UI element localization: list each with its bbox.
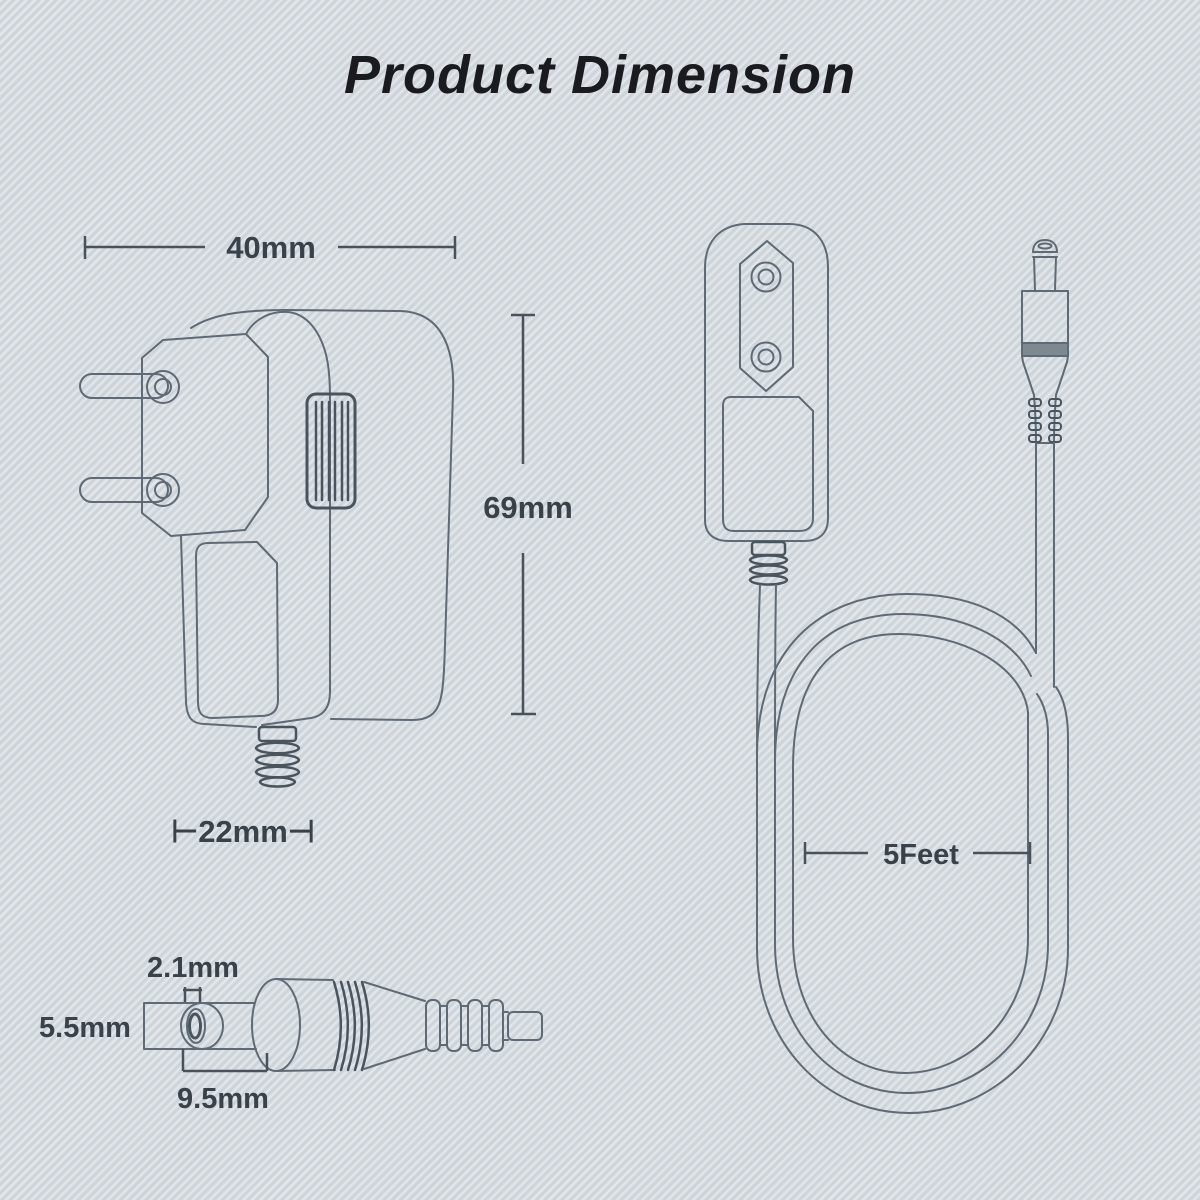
front-label-recess	[722, 396, 814, 532]
plug-body-front-ellipse	[251, 978, 301, 1072]
eu-plug-side-view-drawing	[79, 309, 455, 788]
plug-taper	[363, 981, 426, 1070]
dim-5feet-lines	[803, 842, 1032, 864]
label-plug-inner-diameter: 2.1mm	[147, 952, 239, 984]
coil-strand-inner	[792, 633, 1029, 1074]
plug-rib	[488, 999, 504, 1052]
label-cable-length: 5Feet	[883, 839, 959, 871]
plug-body-edges	[275, 978, 336, 1072]
dc-rib	[1048, 398, 1062, 407]
front-nub-collar	[750, 540, 787, 557]
dim-40mm-lines	[83, 236, 457, 259]
dc-tip-body	[1032, 251, 1058, 291]
adapter-outer-body	[190, 309, 455, 721]
front-nub-threads	[748, 554, 789, 586]
barrel-end-ring-inner	[186, 1008, 206, 1044]
dc-strain-relief	[1033, 394, 1057, 444]
plug-rib	[467, 999, 483, 1052]
front-plug-face-hexagon	[739, 240, 794, 392]
dc-rib	[1028, 422, 1042, 431]
page-title: Product Dimension	[343, 45, 857, 105]
plug-body-knurl	[332, 980, 370, 1072]
cable-coil-drawing	[756, 442, 1069, 1114]
barrel-center-pin-hole	[188, 1012, 202, 1040]
dim-69mm: 69mm	[483, 313, 573, 716]
plug-strain-ribs	[425, 999, 509, 1052]
front-prong-top	[750, 261, 782, 293]
dim-5feet: 5Feet	[803, 839, 1032, 871]
adapter-nub-threads	[254, 741, 301, 788]
adapter-front-view-drawing	[704, 223, 829, 586]
label-adapter-height: 69mm	[483, 490, 573, 525]
dc-rib	[1028, 434, 1042, 443]
dc-rib	[1048, 434, 1062, 443]
prong-boss-bottom-inner	[154, 481, 172, 499]
adapter-plug-face	[141, 333, 269, 537]
dc-plug-vertical-drawing	[1021, 239, 1069, 444]
label-plug-outer-diameter: 5.5mm	[39, 1012, 131, 1044]
dc-tip-dome	[1032, 239, 1058, 253]
front-prong-bottom-inner	[757, 348, 775, 366]
barrel-end-ring-outer	[180, 1002, 224, 1050]
dim-9.5mm-lines	[181, 1049, 269, 1073]
dim-40mm: 40mm	[83, 230, 457, 265]
dc-rib	[1028, 410, 1042, 419]
plug-rib	[446, 999, 462, 1052]
label-adapter-width: 40mm	[226, 230, 316, 265]
front-outer-body	[704, 223, 829, 542]
coil-strand-middle	[774, 613, 1049, 1094]
plug-prong-bottom	[79, 477, 169, 503]
prong-boss-top-inner	[154, 378, 172, 396]
cable-from-dc-plug	[1035, 442, 1055, 688]
adapter-front-lower-edge	[180, 535, 257, 728]
adapter-grip-ribs-frame	[305, 392, 357, 510]
coil-strand-outer	[756, 593, 1069, 1114]
adapter-mid-shell	[245, 310, 331, 726]
plug-prong-top	[79, 373, 169, 399]
plug-rib-connectors	[439, 1005, 509, 1046]
dc-plug-side-view-drawing: 2.1mm 5.5mm 9.5mm	[39, 952, 543, 1115]
adapter-grip-ribs	[314, 400, 350, 502]
adapter-nub-collar	[257, 725, 298, 743]
dc-rib	[1048, 410, 1062, 419]
dc-rib	[1028, 398, 1042, 407]
adapter-label-recess	[195, 541, 279, 719]
dc-barrel-body	[1021, 290, 1069, 344]
dim-69mm-lines	[511, 313, 536, 716]
dc-taper	[1021, 355, 1069, 396]
label-plug-barrel-length: 9.5mm	[177, 1083, 269, 1115]
plug-rib	[425, 999, 441, 1052]
dc-rib	[1048, 422, 1062, 431]
label-adapter-depth: ⊢22mm⊣	[171, 814, 315, 849]
prong-boss-bottom	[146, 473, 180, 507]
dim-2.1mm-bracket	[183, 987, 202, 1003]
dc-strain-ribs	[1028, 398, 1062, 443]
prong-boss-top	[146, 370, 180, 404]
dc-tip-hole	[1037, 242, 1053, 250]
front-prong-top-inner	[757, 268, 775, 286]
front-prong-bottom	[750, 341, 782, 373]
plug-cable-stub	[507, 1011, 543, 1041]
dc-barrel-band	[1021, 342, 1069, 357]
